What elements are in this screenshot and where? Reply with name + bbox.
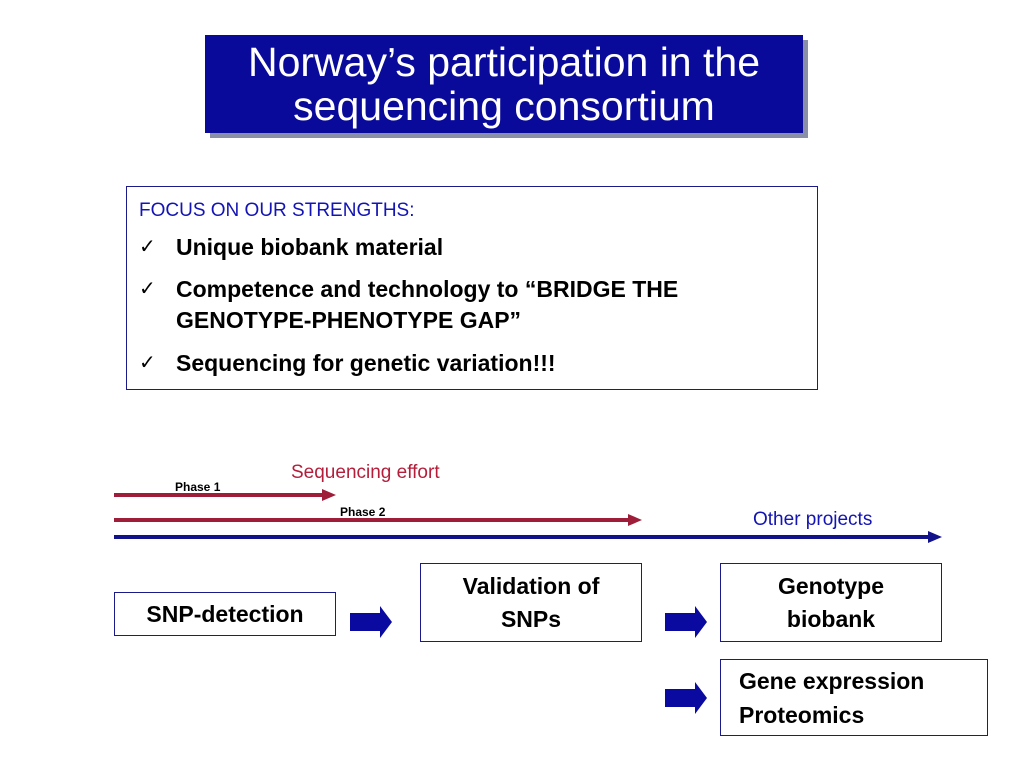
- strength-item-competence: ✓ Competence and technology to “BRIDGE T…: [139, 274, 799, 336]
- validation-line-1: Validation of: [462, 572, 600, 599]
- validation-line-2: SNPs: [500, 605, 562, 632]
- strength-item-biobank: ✓ Unique biobank material: [139, 232, 443, 263]
- proteomics-label: Proteomics: [739, 702, 865, 728]
- title-line-1: Norway’s participation in the: [248, 39, 760, 85]
- block-arrow-snp-to-validation: [350, 606, 392, 638]
- strength-item-label: Unique biobank material: [176, 234, 444, 260]
- check-icon: ✓: [139, 278, 156, 300]
- phase1-arrow: [114, 489, 336, 501]
- validation-box: Validation of SNPs: [420, 563, 642, 642]
- strength-item-label: Sequencing for genetic variation!!!: [176, 350, 556, 376]
- strength-item-sequencing: ✓ Sequencing for genetic variation!!!: [139, 348, 556, 379]
- genotype-biobank-box: Genotype biobank: [720, 563, 942, 642]
- other-projects-arrow: [114, 531, 942, 543]
- title-line-2: sequencing consortium: [293, 83, 715, 129]
- strength-item-label: Competence and technology to “BRIDGE THE…: [176, 276, 679, 333]
- phase2-label: Phase 2: [340, 505, 386, 519]
- strengths-heading: FOCUS ON OUR STRENGTHS:: [139, 200, 415, 221]
- strengths-box: FOCUS ON OUR STRENGTHS: ✓ Unique biobank…: [126, 186, 818, 390]
- block-arrow-to-gene-expression: [665, 682, 707, 714]
- sequencing-effort-label: Sequencing effort: [291, 462, 440, 483]
- check-icon: ✓: [139, 352, 156, 374]
- page-title: Norway’s participation in the sequencing…: [205, 35, 803, 133]
- gene-expression-label: Gene expression: [739, 668, 925, 694]
- gene-expression-box: Gene expression Proteomics: [720, 659, 988, 736]
- snp-detection-label: SNP-detection: [146, 600, 304, 627]
- snp-detection-box: SNP-detection: [114, 592, 336, 636]
- phase2-arrow: [114, 514, 642, 526]
- genotype-line-1: Genotype: [777, 572, 885, 599]
- check-icon: ✓: [139, 236, 156, 258]
- genotype-line-2: biobank: [786, 605, 876, 632]
- phase1-label: Phase 1: [175, 480, 221, 494]
- other-projects-label: Other projects: [753, 509, 873, 530]
- block-arrow-validation-to-genotype: [665, 606, 707, 638]
